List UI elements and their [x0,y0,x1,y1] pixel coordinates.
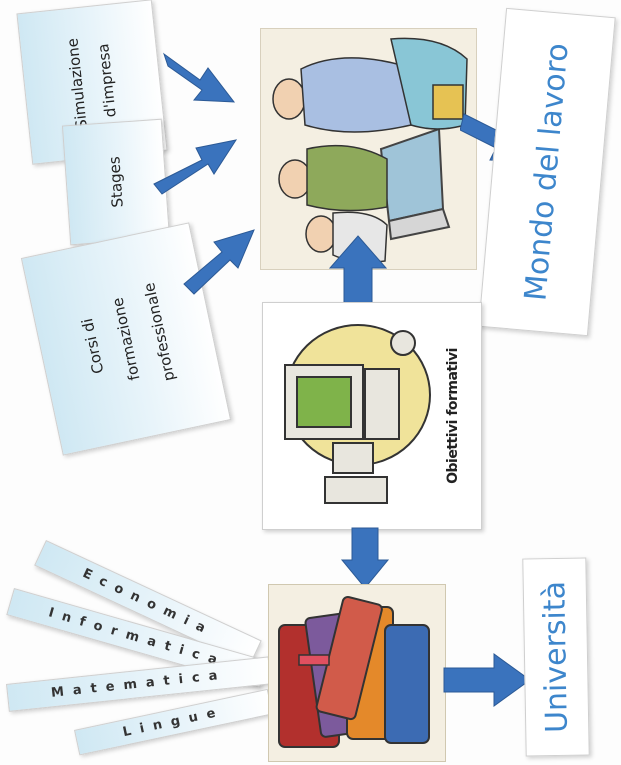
arrow-simulazione-to-workplace [160,40,240,110]
arrow-books-to-universita [442,650,532,710]
arrow-corsi-to-workplace [178,218,258,298]
universita-label: Università [537,581,575,734]
universita-card: Università [522,557,589,756]
corsi-text: Corsi di formazione professionale [66,279,187,398]
simulazione-text: Simulazione d'impresa [57,34,126,131]
obiettivi-card: Obiettivi formativi [262,302,482,530]
obiettivi-label: Obiettivi formativi [445,348,461,484]
arrow-stages-to-workplace [150,130,240,200]
arrow-obiettivi-to-books [340,526,390,590]
subject-lingue: Lingue [121,704,225,740]
subject-matematica: Matematica [50,667,227,700]
arrow-obiettivi-to-workplace [328,234,388,308]
computer-clipart [263,303,433,529]
mondo-label: Mondo del lavoro [518,42,575,302]
stages-text: Stages [105,156,127,208]
books-image [268,584,446,762]
office-people-clipart [261,29,476,269]
books-clipart [269,585,445,761]
mondo-card: Mondo del lavoro [478,8,615,336]
